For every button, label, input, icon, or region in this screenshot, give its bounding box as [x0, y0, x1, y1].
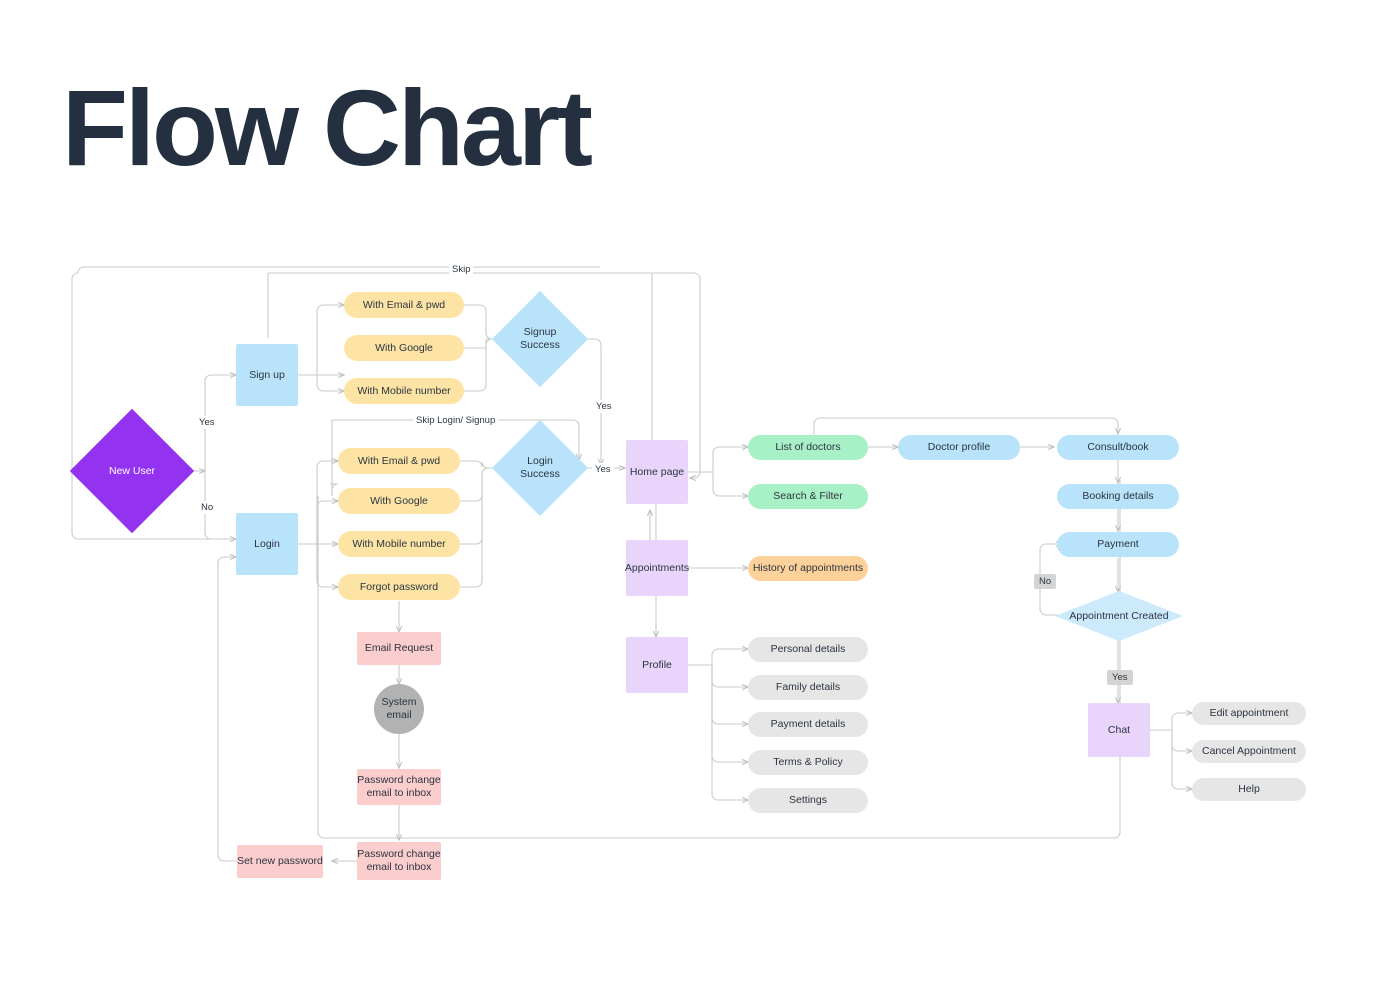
- node-label: Home page: [629, 465, 685, 478]
- node-list-of-doctors[interactable]: List of doctors: [748, 435, 868, 460]
- node-forgot-password[interactable]: Forgot password: [338, 574, 460, 600]
- node-label: Set new password: [237, 855, 323, 867]
- node-help[interactable]: Help: [1192, 778, 1306, 801]
- node-booking-details[interactable]: Booking details: [1057, 484, 1179, 509]
- node-system-email[interactable]: System email: [374, 684, 424, 734]
- node-login-email[interactable]: With Email & pwd: [338, 448, 460, 474]
- node-login-success[interactable]: Login Success: [491, 419, 589, 517]
- node-label: Terms & Policy: [773, 756, 843, 768]
- node-label: Login Success: [520, 455, 560, 480]
- node-label: Consult/book: [1087, 441, 1149, 453]
- node-label: Family details: [775, 681, 841, 693]
- node-label: Password change email to inbox: [357, 774, 441, 799]
- node-label: Doctor profile: [927, 441, 991, 453]
- node-search-filter[interactable]: Search & Filter: [748, 484, 868, 509]
- node-label: Cancel Appointment: [1202, 745, 1296, 757]
- edge-label-login-success-yes: Yes: [592, 463, 614, 476]
- node-appointments[interactable]: Appointments: [624, 540, 690, 596]
- node-label: Payment details: [770, 718, 846, 730]
- node-family-details[interactable]: Family details: [748, 675, 868, 700]
- node-label: Booking details: [1082, 490, 1154, 502]
- node-password-change-inbox-2[interactable]: Password change email to inbox: [357, 842, 441, 880]
- node-home-page[interactable]: Home page: [626, 440, 688, 504]
- node-signup-success[interactable]: Signup Success: [491, 290, 589, 388]
- edge-label-skip-login-signup: Skip Login/ Signup: [413, 414, 499, 427]
- edge-label-signup-success-yes: Yes: [593, 400, 615, 413]
- node-label: Appointments: [624, 561, 690, 574]
- node-label: Login: [254, 537, 280, 550]
- node-label: With Google: [370, 494, 428, 507]
- node-label: New User: [108, 464, 156, 477]
- node-new-user[interactable]: New User: [69, 408, 195, 534]
- node-payment-details[interactable]: Payment details: [748, 712, 868, 737]
- node-cancel-appointment[interactable]: Cancel Appointment: [1192, 740, 1306, 763]
- node-label: Forgot password: [359, 580, 439, 593]
- node-label: With Google: [375, 341, 433, 354]
- node-personal-details[interactable]: Personal details: [748, 637, 868, 662]
- node-label: Payment: [1097, 538, 1139, 550]
- node-login[interactable]: Login: [236, 513, 298, 575]
- node-signup-email[interactable]: With Email & pwd: [344, 292, 464, 318]
- node-history-of-appointments[interactable]: History of appointments: [748, 556, 868, 581]
- node-appointment-created[interactable]: Appointment Created: [1055, 591, 1183, 641]
- node-label: Settings: [789, 794, 827, 806]
- node-password-change-inbox-1[interactable]: Password change email to inbox: [357, 769, 441, 805]
- node-login-mobile[interactable]: With Mobile number: [338, 531, 460, 557]
- node-signup-google[interactable]: With Google: [344, 335, 464, 361]
- node-profile[interactable]: Profile: [626, 637, 688, 693]
- node-label: Password change email to inbox: [357, 848, 441, 873]
- node-label: With Email & pwd: [362, 298, 446, 311]
- node-consult-book[interactable]: Consult/book: [1057, 435, 1179, 460]
- node-terms-policy[interactable]: Terms & Policy: [748, 750, 868, 775]
- node-label: Appointment Created: [1069, 609, 1169, 622]
- node-label: System email: [381, 696, 417, 721]
- node-label: History of appointments: [752, 562, 864, 574]
- node-label: List of doctors: [775, 441, 841, 453]
- node-label: Signup Success: [520, 326, 560, 351]
- node-chat[interactable]: Chat: [1088, 703, 1150, 757]
- edge-label-yes-signup: Yes: [196, 416, 218, 429]
- node-set-new-password[interactable]: Set new password: [237, 845, 323, 878]
- node-label: With Mobile number: [352, 537, 446, 550]
- node-label: With Email & pwd: [357, 454, 441, 467]
- page-title: Flow Chart: [62, 67, 593, 188]
- node-email-request[interactable]: Email Request: [357, 632, 441, 665]
- node-label: With Mobile number: [357, 384, 451, 397]
- node-label: Personal details: [770, 643, 846, 655]
- node-label: Help: [1238, 783, 1260, 795]
- node-doctor-profile[interactable]: Doctor profile: [898, 435, 1020, 460]
- edge-label-skip: Skip: [449, 263, 474, 276]
- node-login-google[interactable]: With Google: [338, 488, 460, 514]
- node-signup-mobile[interactable]: With Mobile number: [344, 378, 464, 404]
- node-label: Email Request: [364, 642, 434, 654]
- node-settings[interactable]: Settings: [748, 788, 868, 813]
- node-label: Search & Filter: [773, 490, 843, 502]
- node-edit-appointment[interactable]: Edit appointment: [1192, 702, 1306, 725]
- node-label: Edit appointment: [1209, 707, 1289, 719]
- edge-label-appointment-yes: Yes: [1107, 670, 1133, 685]
- edge-label-no-login: No: [198, 501, 217, 514]
- edge-label-appointment-no: No: [1034, 574, 1057, 589]
- node-label: Chat: [1107, 723, 1131, 736]
- node-label: Profile: [642, 658, 672, 671]
- node-sign-up[interactable]: Sign up: [236, 344, 298, 406]
- node-payment[interactable]: Payment: [1057, 532, 1179, 557]
- node-label: Sign up: [249, 368, 285, 381]
